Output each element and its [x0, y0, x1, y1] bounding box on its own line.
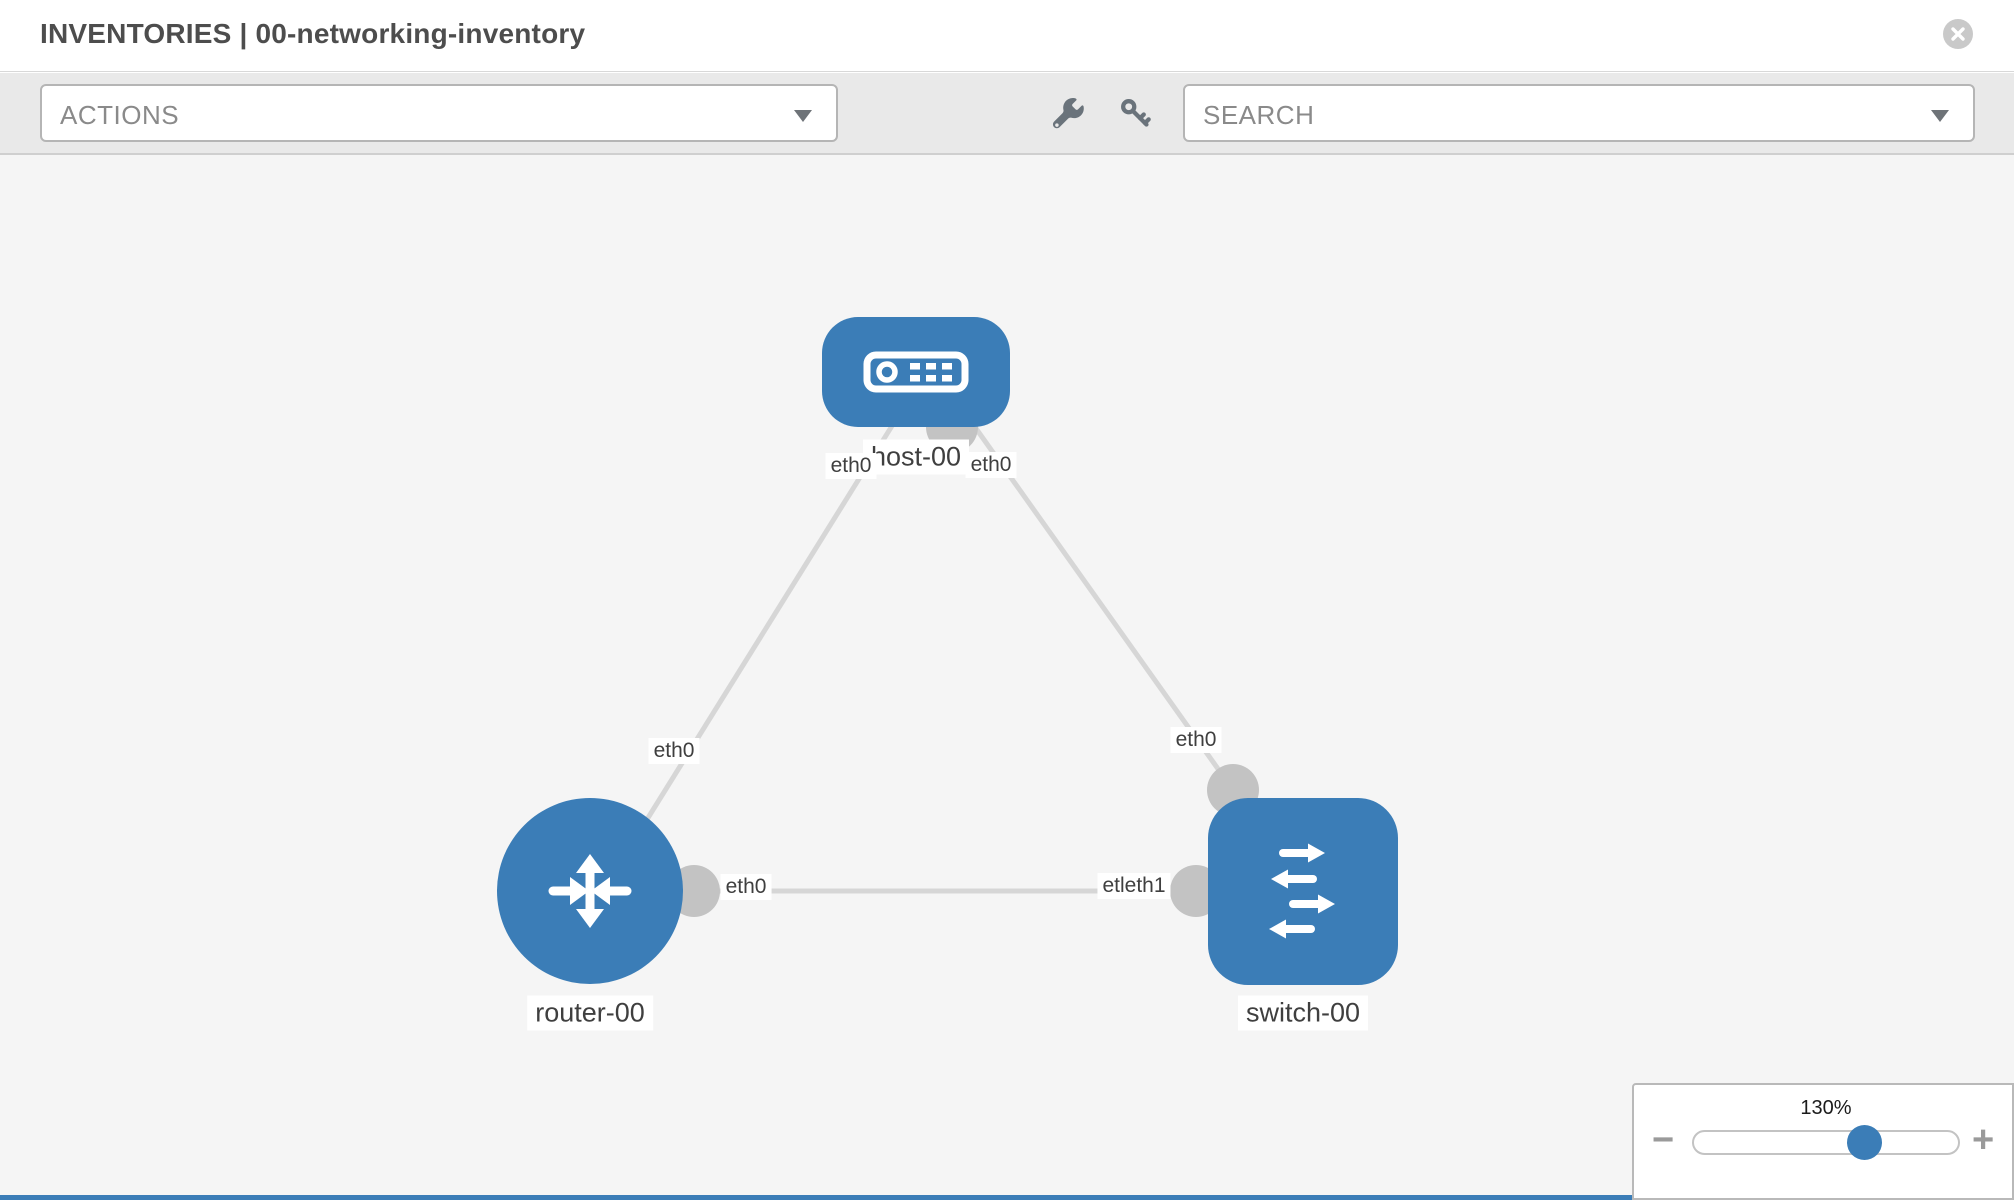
key-icon: [1121, 99, 1151, 127]
node-router-00[interactable]: [497, 798, 683, 984]
zoom-in-button[interactable]: +: [1972, 1119, 1995, 1161]
zoom-value: 130%: [1800, 1097, 1852, 1119]
toolbar: ACTIONS SEARCH: [0, 73, 2014, 155]
interface-connectors: [668, 401, 1259, 917]
node-switch-00[interactable]: [1208, 798, 1398, 985]
wrench-button[interactable]: [1049, 95, 1087, 133]
node-label-switch: switch-00: [1237, 995, 1369, 1031]
iface-label-host-left: eth0: [825, 453, 877, 479]
close-button[interactable]: [1943, 19, 1973, 49]
link-host-router[interactable]: [597, 411, 903, 897]
node-label-host: host-00: [862, 439, 970, 475]
actions-dropdown-label: ACTIONS: [60, 100, 180, 130]
chevron-down-icon: [1931, 110, 1949, 122]
search-dropdown-label: SEARCH: [1203, 100, 1315, 130]
zoom-slider-track[interactable]: [1692, 1130, 1960, 1155]
wrench-icon: [1052, 98, 1084, 129]
iface-label-router-host-link: eth0: [648, 738, 700, 764]
iface-label-switch-eth1: etleth1: [1097, 873, 1171, 899]
host-icon: [863, 351, 969, 393]
iface-label-host-right: eth0: [965, 452, 1017, 478]
page-title: INVENTORIES | 00-networking-inventory: [40, 18, 586, 49]
search-dropdown[interactable]: SEARCH: [1183, 84, 1975, 142]
zoom-control-panel: 130% − +: [1632, 1083, 2014, 1200]
actions-dropdown[interactable]: ACTIONS: [40, 84, 838, 142]
chevron-down-icon: [794, 110, 812, 122]
iface-label-switch-host-link: eth0: [1170, 727, 1222, 753]
bottom-accent-bar: [0, 1195, 1632, 1200]
iface-label-router-eth0: eth0: [720, 874, 772, 900]
node-label-router: router-00: [527, 995, 653, 1031]
zoom-slider-handle[interactable]: [1847, 1125, 1882, 1160]
switch-icon: [1269, 843, 1335, 939]
links: [597, 411, 1236, 897]
router-icon: [548, 854, 632, 928]
zoom-out-button[interactable]: −: [1652, 1119, 1675, 1161]
page-header: INVENTORIES | 00-networking-inventory: [0, 0, 2014, 72]
node-host-00[interactable]: [822, 317, 1010, 427]
topology-canvas[interactable]: host-00 router-00 switch-00 eth0 eth0 et…: [0, 155, 2014, 1200]
key-button[interactable]: [1117, 95, 1155, 133]
